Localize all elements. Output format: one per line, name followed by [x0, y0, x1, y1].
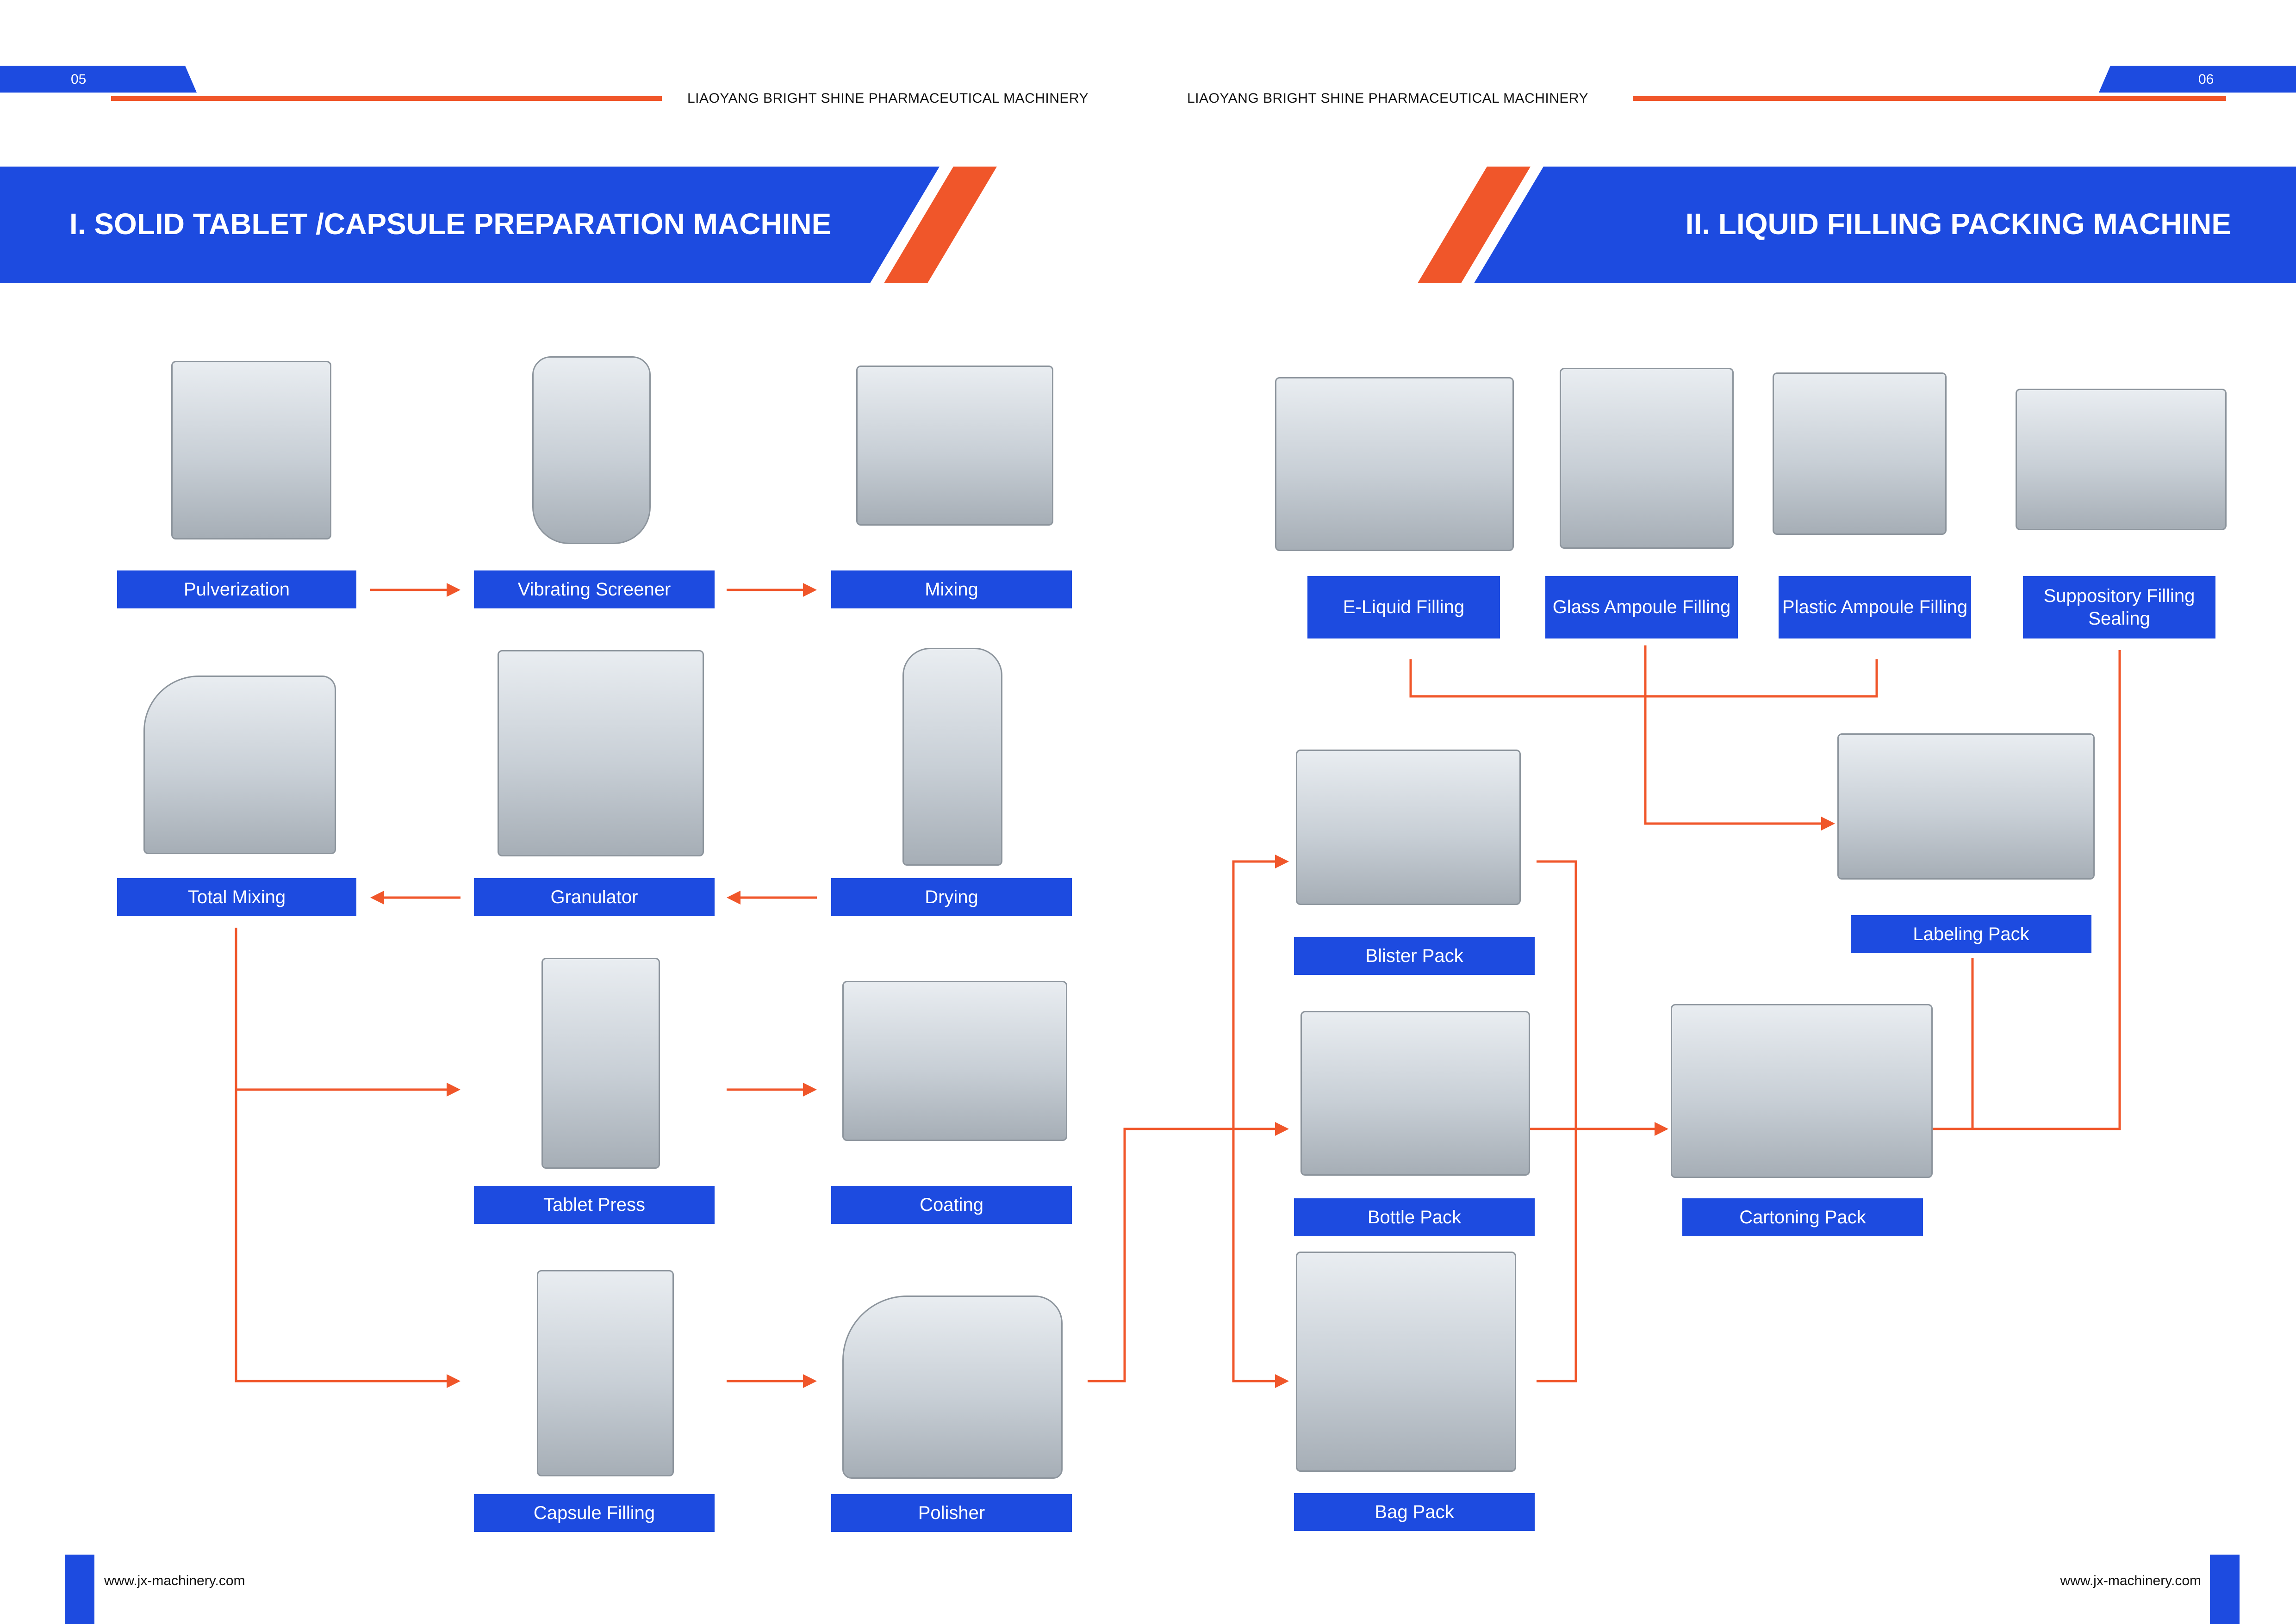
- step-label-blister-pack: Blister Pack: [1294, 937, 1535, 975]
- step-label-glass-ampoule-filling: Glass Ampoule Filling: [1545, 576, 1738, 638]
- arrow-polisher-to-bottle-pack: [1088, 1122, 1289, 1382]
- step-label-mixing: Mixing: [831, 570, 1072, 608]
- step-label-vibrating-screener: Vibrating Screener: [474, 570, 715, 608]
- glass-ampoule-filler-image: [1560, 368, 1734, 549]
- left-header-company: LIAOYANG BRIGHT SHINE PHARMACEUTICAL MAC…: [687, 91, 1089, 106]
- right-footer-url[interactable]: www.jx-machinery.com: [2060, 1573, 2202, 1588]
- labeling-machine-image: [1837, 733, 2095, 880]
- suppository-filler-image: [2016, 389, 2227, 530]
- step-label-labeling-pack: Labeling Pack: [1851, 915, 2091, 953]
- right-page-number: 06: [2198, 72, 2214, 87]
- polisher-machine-image: [842, 1295, 1063, 1479]
- bottle-pack-machine-image: [1300, 1011, 1530, 1176]
- right-section-title: II. LIQUID FILLING PACKING MACHINE: [1685, 207, 2231, 241]
- step-label-polisher: Polisher: [831, 1494, 1072, 1532]
- step-label-bottle-pack: Bottle Pack: [1294, 1198, 1535, 1236]
- fluid-bed-dryer-image: [902, 648, 1002, 866]
- step-label-tablet-press: Tablet Press: [474, 1186, 715, 1224]
- right-header-company: LIAOYANG BRIGHT SHINE PHARMACEUTICAL MAC…: [1187, 91, 1589, 106]
- left-page-tab: [0, 66, 197, 93]
- step-label-drying: Drying: [831, 878, 1072, 916]
- capsule-filler-image: [537, 1270, 674, 1476]
- step-label-capsule-filling: Capsule Filling: [474, 1494, 715, 1532]
- step-label-suppository-filling-sealing: Suppository Filling Sealing: [2023, 576, 2215, 638]
- left-footer-url[interactable]: www.jx-machinery.com: [104, 1573, 245, 1588]
- connector-blister-bag: [1537, 860, 1577, 1382]
- left-section-banner: [0, 167, 940, 283]
- step-label-plastic-ampoule-filling: Plastic Ampoule Filling: [1779, 576, 1971, 638]
- pulverizer-machine-image: [171, 361, 331, 539]
- arrow-suppository-to-cartoning: [1900, 650, 2121, 1136]
- step-label-bag-pack: Bag Pack: [1294, 1493, 1535, 1531]
- step-label-total-mixing: Total Mixing: [117, 878, 356, 916]
- left-footer-bar: [65, 1555, 94, 1624]
- arrow-to-labeling-pack: [1644, 645, 1835, 831]
- tablet-press-image: [541, 958, 660, 1169]
- right-footer-bar: [2210, 1555, 2240, 1624]
- granulator-machine-image: [498, 650, 704, 856]
- connector-liquid-filling: [1409, 659, 1878, 698]
- bag-pack-machine-image: [1296, 1252, 1516, 1472]
- right-page-tab: [2099, 66, 2296, 93]
- step-label-pulverization: Pulverization: [117, 570, 356, 608]
- right-section-banner: [1474, 167, 2296, 283]
- vibrating-screener-image: [532, 356, 651, 544]
- arrow-to-blister-pack: [1232, 855, 1289, 1129]
- plastic-ampoule-filler-image: [1773, 372, 1947, 535]
- coating-machine-image: [842, 981, 1067, 1141]
- left-section-title: I. SOLID TABLET /CAPSULE PREPARATION MAC…: [69, 207, 832, 241]
- step-label-coating: Coating: [831, 1186, 1072, 1224]
- left-page-number: 05: [71, 72, 87, 87]
- right-header-rule: [1633, 96, 2226, 101]
- step-label-granulator: Granulator: [474, 878, 715, 916]
- total-mixer-image: [143, 676, 336, 854]
- eliquid-filler-image: [1275, 377, 1514, 551]
- arrow-to-bag-pack: [1232, 1129, 1289, 1388]
- left-header-rule: [111, 96, 662, 101]
- cartoning-machine-image: [1671, 1004, 1933, 1178]
- blister-pack-machine-image: [1296, 750, 1521, 905]
- arrow-total-mixing-to-capsule: [235, 928, 460, 1388]
- v-mixer-image: [856, 366, 1053, 526]
- step-label-cartoning-pack: Cartoning Pack: [1682, 1198, 1923, 1236]
- step-label-eliquid-filling: E-Liquid Filling: [1307, 576, 1500, 638]
